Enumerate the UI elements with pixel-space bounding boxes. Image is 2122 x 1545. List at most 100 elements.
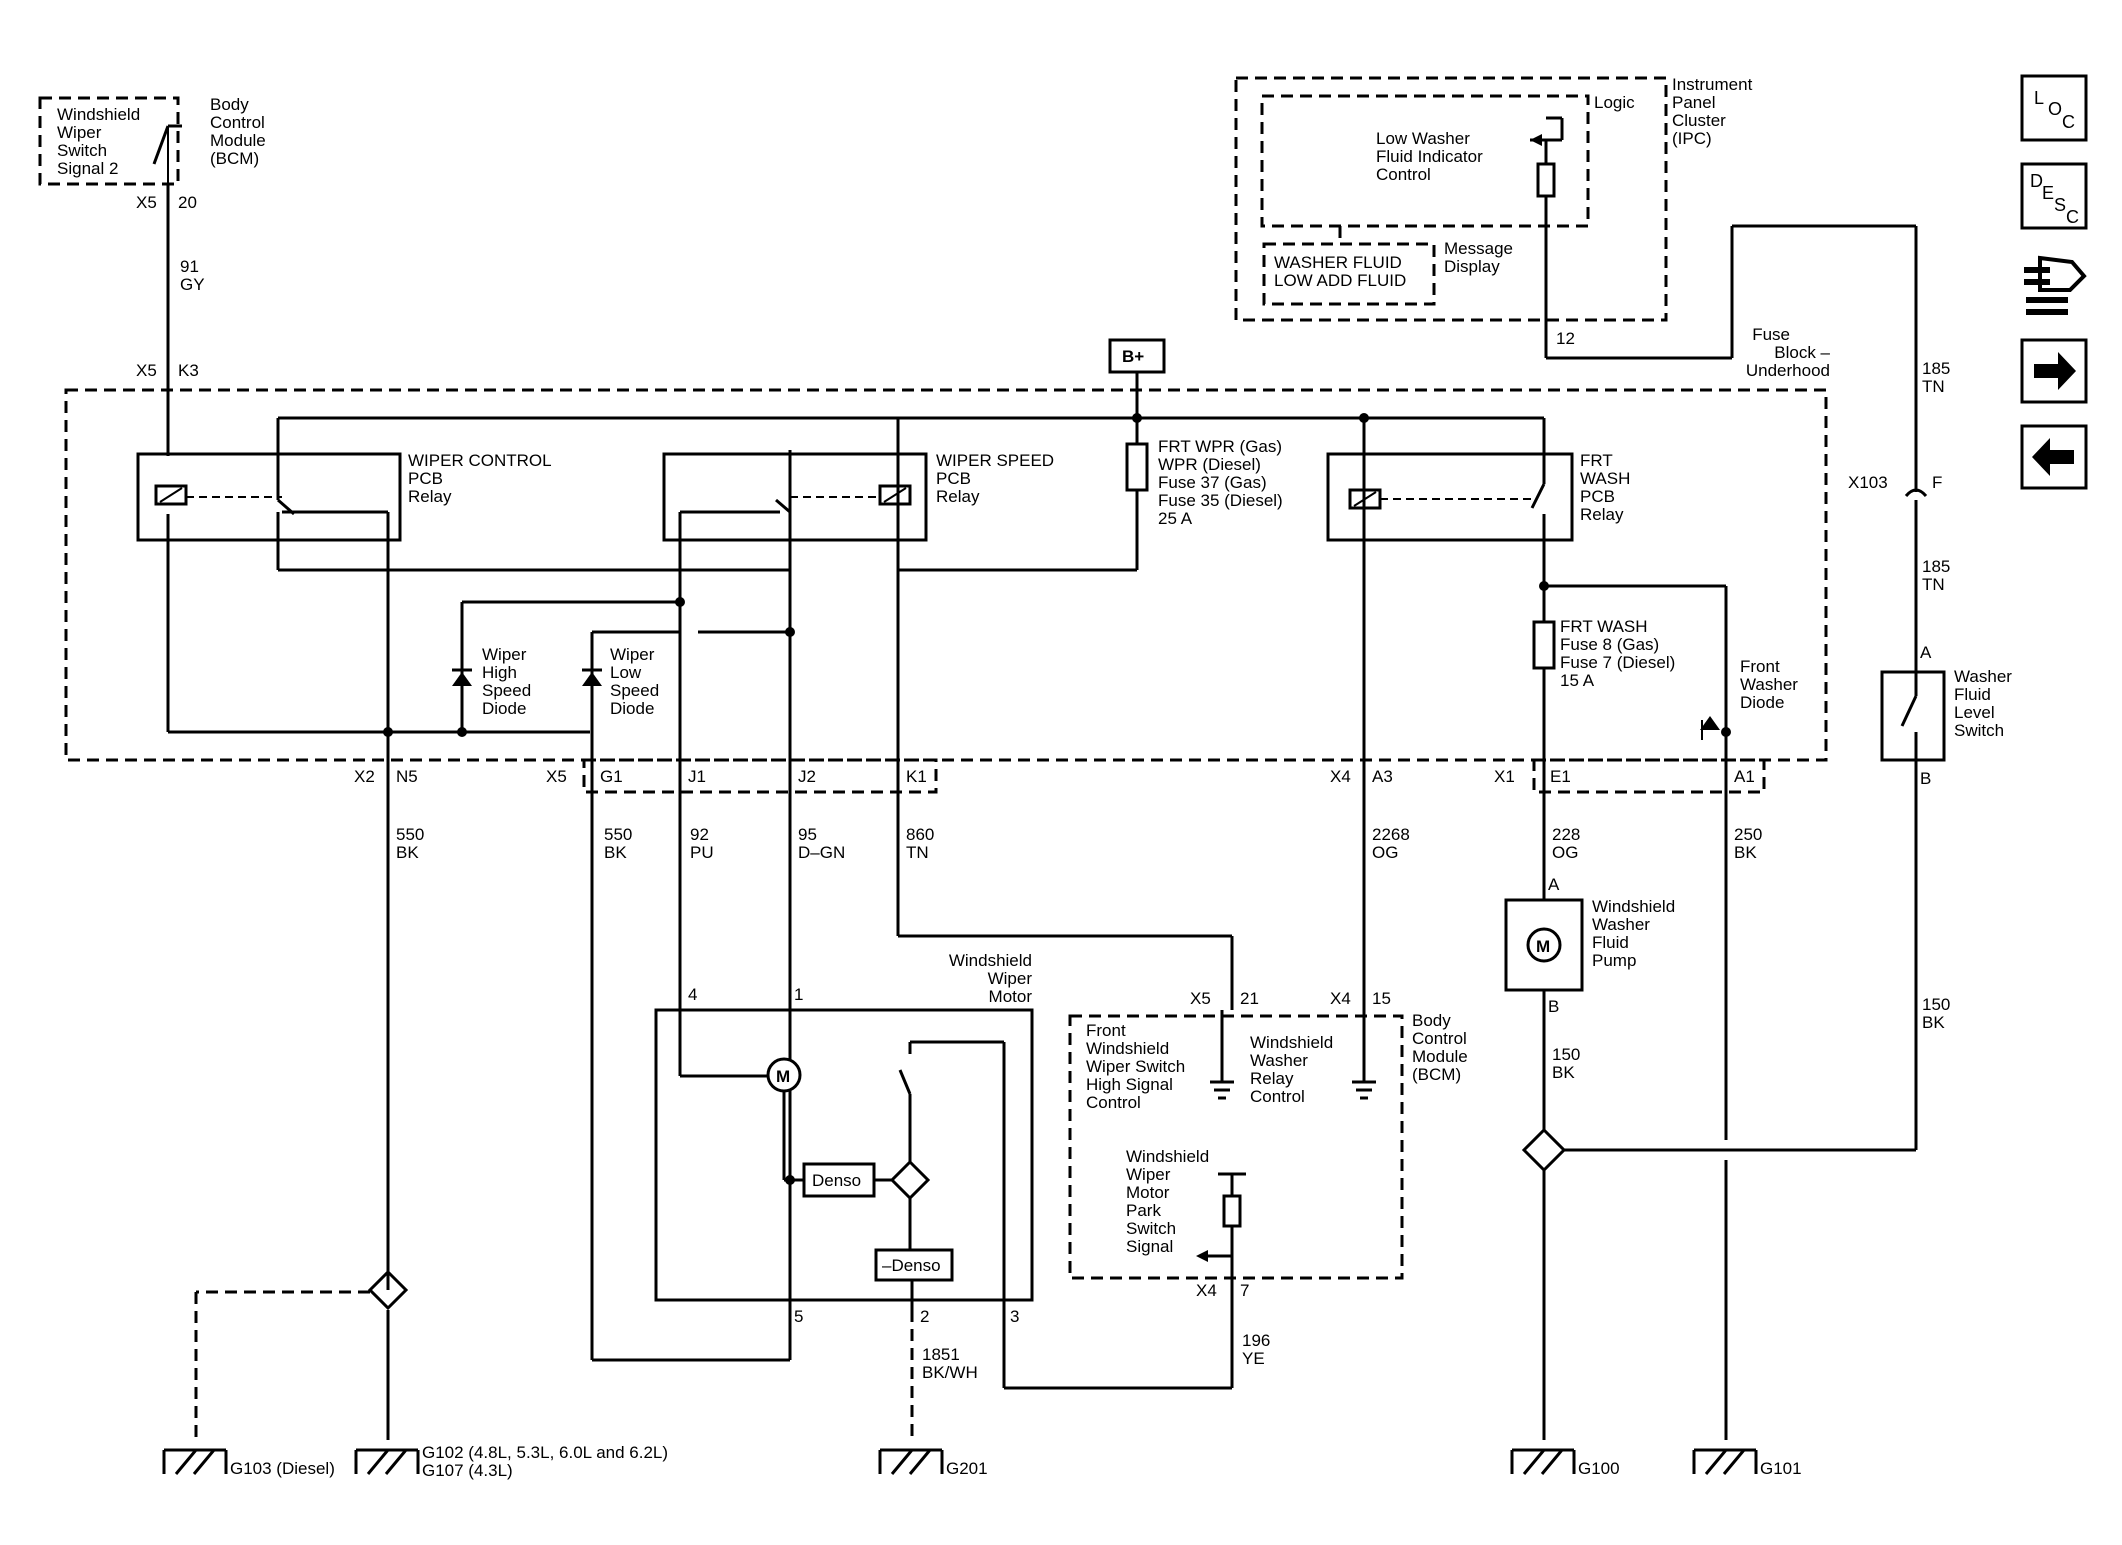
wire-150b-color: BK [1922,1013,1945,1032]
ground-g102-label: G102 (4.8L, 5.3L, 6.0L and 6.2L) [422,1443,668,1462]
wiring [166,184,1918,1440]
speed-relay-line-1: WIPER SPEED [936,451,1054,470]
wash-relay-line-4: Relay [1580,505,1624,524]
ground-g103-label: G103 (Diesel) [230,1459,335,1478]
bcm-high-line-4: High Signal [1086,1075,1173,1094]
wire-95-color: D–GN [798,843,845,862]
loc-icon[interactable]: L O C [2020,74,2088,142]
bcm-relay-line-1: Windshield [1250,1033,1333,1052]
conn-x5-top: X5 [136,361,157,380]
ground-g102-icon [354,1448,420,1475]
level-switch-line-1: Washer [1954,667,2012,686]
ipc-logic-label: Logic [1594,93,1635,112]
wire-92-number: 92 [690,825,709,844]
conn-n5: N5 [396,767,418,786]
bcm-park-line-5: Switch [1126,1219,1176,1238]
switch-icon [152,124,182,184]
wash-relay-line-1: FRT [1580,451,1613,470]
wire-150b-number: 150 [1922,995,1950,1014]
wire-250-number: 250 [1734,825,1762,844]
bcm-high-line-1: Front [1086,1021,1126,1040]
wire-1851-number: 1851 [922,1345,960,1364]
fuse-wpr-line-3: Fuse 37 (Gas) [1158,473,1267,492]
motor-pin-2: 2 [920,1307,929,1326]
conn-j2: J2 [798,767,816,786]
wire-550a-color: BK [396,843,419,862]
control-relay-line-2: PCB [408,469,443,488]
pump-name-line-1: Windshield [1592,897,1675,916]
conn-x5-row: X5 [546,767,567,786]
splice-ground-icon [367,1269,409,1311]
bcm-high-line-3: Wiper Switch [1086,1057,1185,1076]
next-arrow-icon[interactable] [2020,338,2088,404]
wire-250-color: BK [1734,843,1757,862]
wire-185a-number: 185 [1922,359,1950,378]
bcm-top-switch-line-3: Switch [57,141,107,160]
wire-150a-color: BK [1552,1063,1575,1082]
washer-pump: A M B Windshield Washer Fluid Pump [1504,875,1675,1173]
ground-g201-icon [878,1448,944,1475]
bcm-top-pin: 20 [178,193,197,212]
splice-pump-icon [1521,1127,1567,1173]
speed-relay-line-2: PCB [936,469,971,488]
back-arrow-icon[interactable] [2020,424,2088,490]
bcm-top-switch-line-1: Windshield [57,105,140,124]
ipc-message-line-1: WASHER FLUID [1274,253,1402,272]
wire-550a-number: 550 [396,825,424,844]
wash-relay-line-3: PCB [1580,487,1615,506]
bcm-bottom-name-line-1: Body [1412,1011,1451,1030]
pump-motor-icon [1526,927,1562,963]
desc-letter-c: C [2066,207,2079,227]
motor-symbol: M [776,1067,790,1086]
conn-x1: X1 [1494,767,1515,786]
bcm-relay-line-3: Relay [1250,1069,1294,1088]
ipc-name-line-1: Instrument [1672,75,1753,94]
pump-name-line-3: Fluid [1592,933,1629,952]
wire-860-number: 860 [906,825,934,844]
level-switch-line-4: Switch [1954,721,2004,740]
bcm-bottom-name-line-4: (BCM) [1412,1065,1461,1084]
desc-icon[interactable]: D E S C [2020,162,2088,230]
fuse-block-line-1: Fuse [1752,325,1790,344]
connector-x103-icon [1904,488,1928,498]
speed-relay-line-3: Relay [936,487,980,506]
conn-x103: X103 [1848,473,1888,492]
motor-name-line-1: Windshield [949,951,1032,970]
frt-wash-relay: FRT WASH PCB Relay [1326,451,1630,542]
wire-91-number: 91 [180,257,199,276]
diode-washer-line-2: Washer [1740,675,1798,694]
ground-g101-label: G101 [1760,1459,1802,1478]
bcm-bottom-pin-15: 15 [1372,989,1391,1008]
diode-high-line-3: Speed [482,681,531,700]
wire-95-number: 95 [798,825,817,844]
fuse-block-line-2: Block – [1774,343,1830,362]
wire-185b-color: TN [1922,575,1945,594]
diode-high-line-2: High [482,663,517,682]
conn-k1: K1 [906,767,927,786]
fuse-wash-line-3: Fuse 7 (Diesel) [1560,653,1675,672]
wiper-speed-relay: WIPER SPEED PCB Relay [662,451,1054,542]
bcm-top-switch-line-2: Wiper [57,123,102,142]
ground-g103-icon [162,1448,228,1475]
conn-x1-outline [1532,758,1766,794]
wiper-low-diode-icon [582,668,602,686]
washer-level-switch: A B Washer Fluid Level Switch [1880,643,2012,788]
wire-550b-number: 550 [604,825,632,844]
pump-pin-a: A [1548,875,1560,894]
motor-name-line-2: Wiper [988,969,1033,988]
diode-high-line-1: Wiper [482,645,527,664]
ground-g100-icon [1510,1448,1576,1475]
connector-icon[interactable] [2020,248,2088,316]
bcm-relay-line-2: Washer [1250,1051,1308,1070]
ipc-control-line-3: Control [1376,165,1431,184]
ipc-message-line-2: LOW ADD FLUID [1274,271,1406,290]
wire-185a-color: TN [1922,377,1945,396]
wiper-motor: Windshield Wiper Motor 4 1 5 2 3 M Denso… [654,951,1034,1326]
ipc-pin-12: 12 [1556,329,1575,348]
fuse-wpr-line-2: WPR (Diesel) [1158,455,1261,474]
bcm-bottom-pin-7: 7 [1240,1281,1249,1300]
diode-low-line-4: Diode [610,699,654,718]
wire-92-color: PU [690,843,714,862]
battery-label: B+ [1122,347,1144,366]
bcm-park-line-1: Windshield [1126,1147,1209,1166]
